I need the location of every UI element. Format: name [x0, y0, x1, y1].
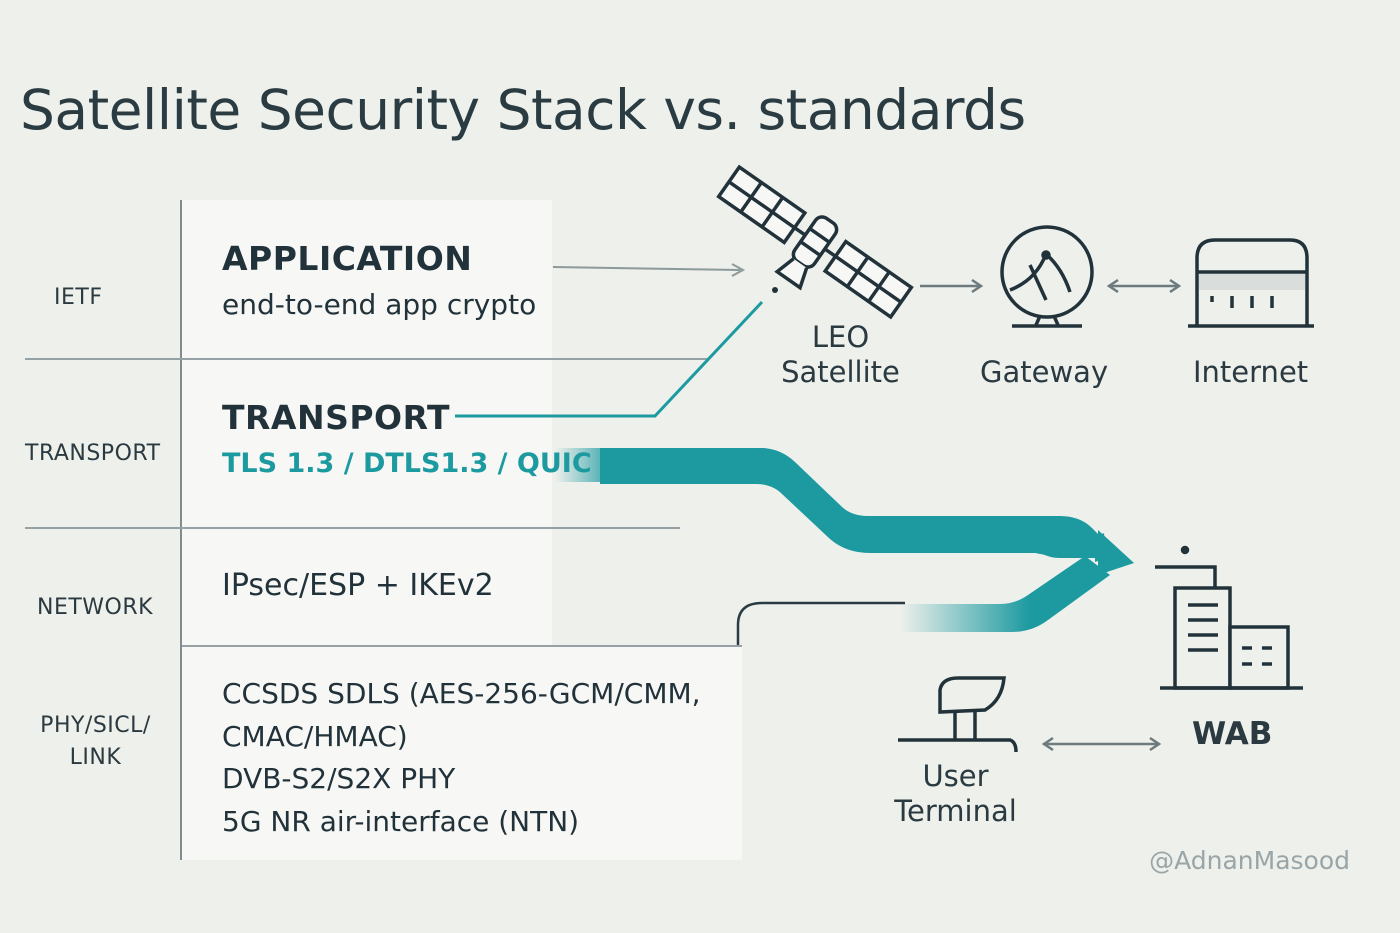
gateway-internet-arrow: [1106, 278, 1182, 294]
wab-building-icon: [1155, 545, 1303, 690]
label-leo-satellite-line1: LEO: [811, 320, 870, 354]
layer-link-details: CCSDS SDLS (AES-256-GCM/CMM, CMAC/HMAC) …: [222, 673, 701, 843]
divider-network-link: [182, 645, 742, 647]
layer-link-line: 5G NR air-interface (NTN): [222, 804, 580, 838]
side-label-phy-line1: PHY/SICL/: [40, 713, 151, 738]
divider-app-transport: [25, 358, 707, 360]
tls-flow-band: [555, 448, 1134, 575]
layer-link-line: CCSDS SDLS (AES-256-GCM/CMM,: [222, 677, 701, 710]
divider-transport-network: [25, 527, 680, 529]
gateway-dish-icon: [1000, 225, 1094, 328]
label-internet: Internet: [1193, 355, 1309, 389]
page-title: Satellite Security Stack vs. standards: [20, 78, 1026, 142]
side-label-phy-line2: LINK: [69, 744, 122, 770]
side-label-network: NETWORK: [37, 595, 154, 620]
layer-network-detail: IPsec/ESP + IKEv2: [222, 568, 494, 603]
stack-panel-upper: [182, 200, 552, 645]
satellite-to-gateway-arrow: [920, 278, 984, 294]
stack-panel-lower: [182, 645, 742, 860]
layer-transport-detail: TLS 1.3 / DTLS1.3 / QUIC: [222, 448, 592, 479]
label-user-terminal: User Terminal: [888, 759, 1023, 830]
layer-link-line: DVB-S2/S2X PHY: [222, 762, 456, 796]
label-gateway: Gateway: [980, 355, 1109, 389]
internet-datacenter-icon: [1188, 238, 1314, 328]
layer-link-line: CMAC/HMAC): [222, 719, 408, 753]
layer-application-title: APPLICATION: [222, 239, 473, 278]
layer-transport-title: TRANSPORT: [222, 398, 451, 437]
side-label-phy: PHY/SICL/ LINK: [38, 710, 153, 774]
layer-application-detail: end-to-end app crypto: [222, 288, 537, 321]
label-user-terminal-line1: User: [922, 759, 989, 793]
application-to-satellite-arrow: [552, 263, 746, 277]
label-wab: WAB: [1192, 716, 1273, 752]
side-label-transport: TRANSPORT: [25, 441, 161, 466]
author-credit: @AdnanMasood: [1149, 846, 1350, 875]
lower-flow-band: [900, 556, 1110, 632]
transport-to-satellite-line: [455, 287, 778, 418]
terminal-wab-arrow: [1041, 736, 1162, 752]
user-terminal-icon: [898, 676, 1018, 753]
side-label-ietf: IETF: [54, 285, 103, 310]
satellite-icon: [716, 164, 914, 320]
link-to-flow-curve: [736, 601, 905, 645]
label-leo-satellite: LEO Satellite: [778, 320, 903, 391]
label-user-terminal-line2: Terminal: [894, 794, 1017, 829]
label-leo-satellite-line2: Satellite: [781, 355, 900, 390]
stack-vertical-divider: [180, 200, 182, 860]
